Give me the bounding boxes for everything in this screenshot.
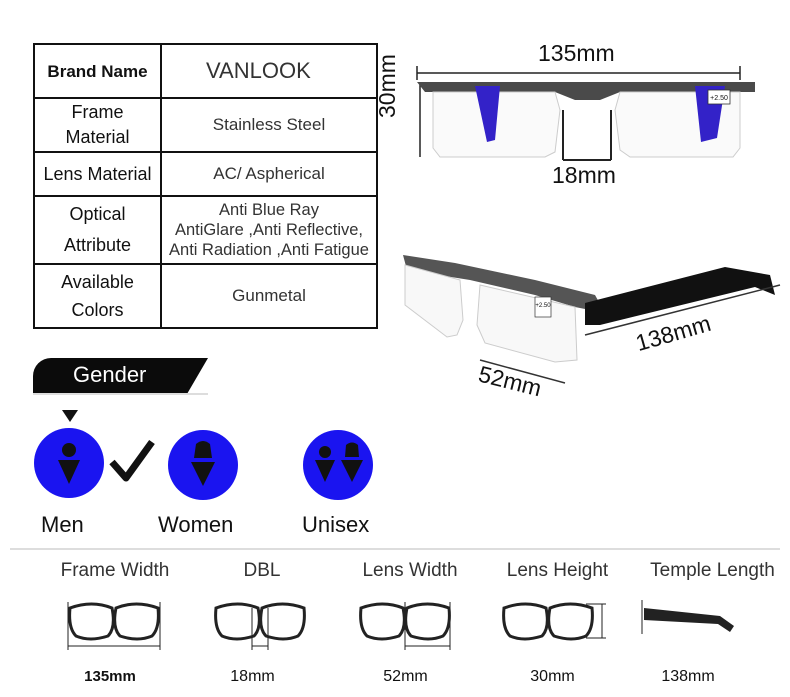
spec-row-frame-material: Frame Material Stainless Steel	[33, 97, 378, 153]
spec-key: Lens Material	[33, 151, 162, 197]
spec-key-line: Frame	[71, 102, 124, 122]
dbl-diagram	[214, 602, 306, 650]
women-option-icon[interactable]	[168, 430, 238, 500]
spec-table: Brand Name VANLOOK Frame Material Stainl…	[33, 43, 378, 329]
section-divider	[10, 548, 780, 550]
lens-width-diagram	[359, 602, 451, 650]
checkmark-icon	[109, 439, 155, 482]
gender-title-underline	[33, 393, 208, 395]
men-option-icon[interactable]	[34, 428, 104, 498]
measurement-label-dbl: DBL	[243, 560, 281, 581]
spec-key: Optical Attribute	[33, 195, 162, 265]
measurement-value-frame-width: 135mm	[84, 668, 136, 685]
spec-value: AC/ Aspherical	[160, 151, 378, 197]
spec-value-line: AntiGlare ,Anti Reflective,	[175, 221, 363, 239]
spec-key-line: Available	[61, 272, 134, 292]
frame-width-diagram	[67, 602, 161, 650]
spec-key: Brand Name	[33, 43, 162, 99]
measurement-value-lens-width: 52mm	[383, 668, 428, 685]
bridge-dimension: 18mm	[552, 162, 616, 188]
spec-row-optical-attribute: Optical Attribute Anti Blue Ray AntiGlar…	[33, 195, 378, 265]
spec-value-line: Anti Blue Ray	[219, 201, 319, 219]
spec-key-line: Material	[65, 127, 130, 147]
temple-length-diagram	[641, 600, 734, 634]
lens-height-diagram	[502, 602, 606, 641]
selected-indicator-icon	[62, 410, 78, 422]
spec-value-line: Anti Radiation ,Anti Fatigue	[169, 241, 369, 259]
front-view-glasses-image: +2.50	[416, 66, 755, 161]
side-view-glasses-image: +2.50	[403, 255, 781, 384]
frame-height-dimension: 30mm	[374, 54, 400, 118]
measurement-label-lens-height: Lens Height	[506, 560, 609, 581]
spec-value: Gunmetal	[160, 263, 378, 329]
gender-option-women[interactable]: Women	[158, 512, 234, 537]
lens-sticker: +2.50	[710, 95, 728, 102]
measurement-label-temple-length: Temple Length	[650, 560, 775, 581]
spec-key-line: Attribute	[63, 235, 132, 255]
measurement-label-frame-width: Frame Width	[60, 560, 170, 581]
measurement-label-lens-width: Lens Width	[362, 560, 458, 581]
spec-key: Frame Material	[33, 97, 162, 153]
spec-key-line: Optical	[69, 204, 126, 224]
spec-value: Anti Blue Ray AntiGlare ,Anti Reflective…	[160, 195, 378, 265]
unisex-option-icon[interactable]	[303, 430, 373, 500]
gender-option-unisex[interactable]: Unisex	[302, 512, 370, 537]
gender-option-men[interactable]: Men	[41, 512, 84, 537]
measurement-value-lens-height: 30mm	[530, 668, 575, 685]
spec-value: Stainless Steel	[160, 97, 378, 153]
gender-section-title: Gender	[33, 358, 208, 394]
measurement-value-dbl: 18mm	[230, 668, 275, 685]
spec-key: Available Colors	[33, 263, 162, 329]
spec-row-lens-material: Lens Material AC/ Aspherical	[33, 151, 378, 197]
lens-sticker: +2.50	[535, 303, 551, 309]
spec-value: VANLOOK	[160, 43, 378, 99]
frame-width-dimension: 135mm	[538, 40, 615, 66]
measurement-value-temple-length: 138mm	[661, 668, 715, 685]
spec-row-colors: Available Colors Gunmetal	[33, 263, 378, 329]
spec-row-brand: Brand Name VANLOOK	[33, 43, 378, 99]
spec-key-line: Colors	[71, 300, 124, 320]
